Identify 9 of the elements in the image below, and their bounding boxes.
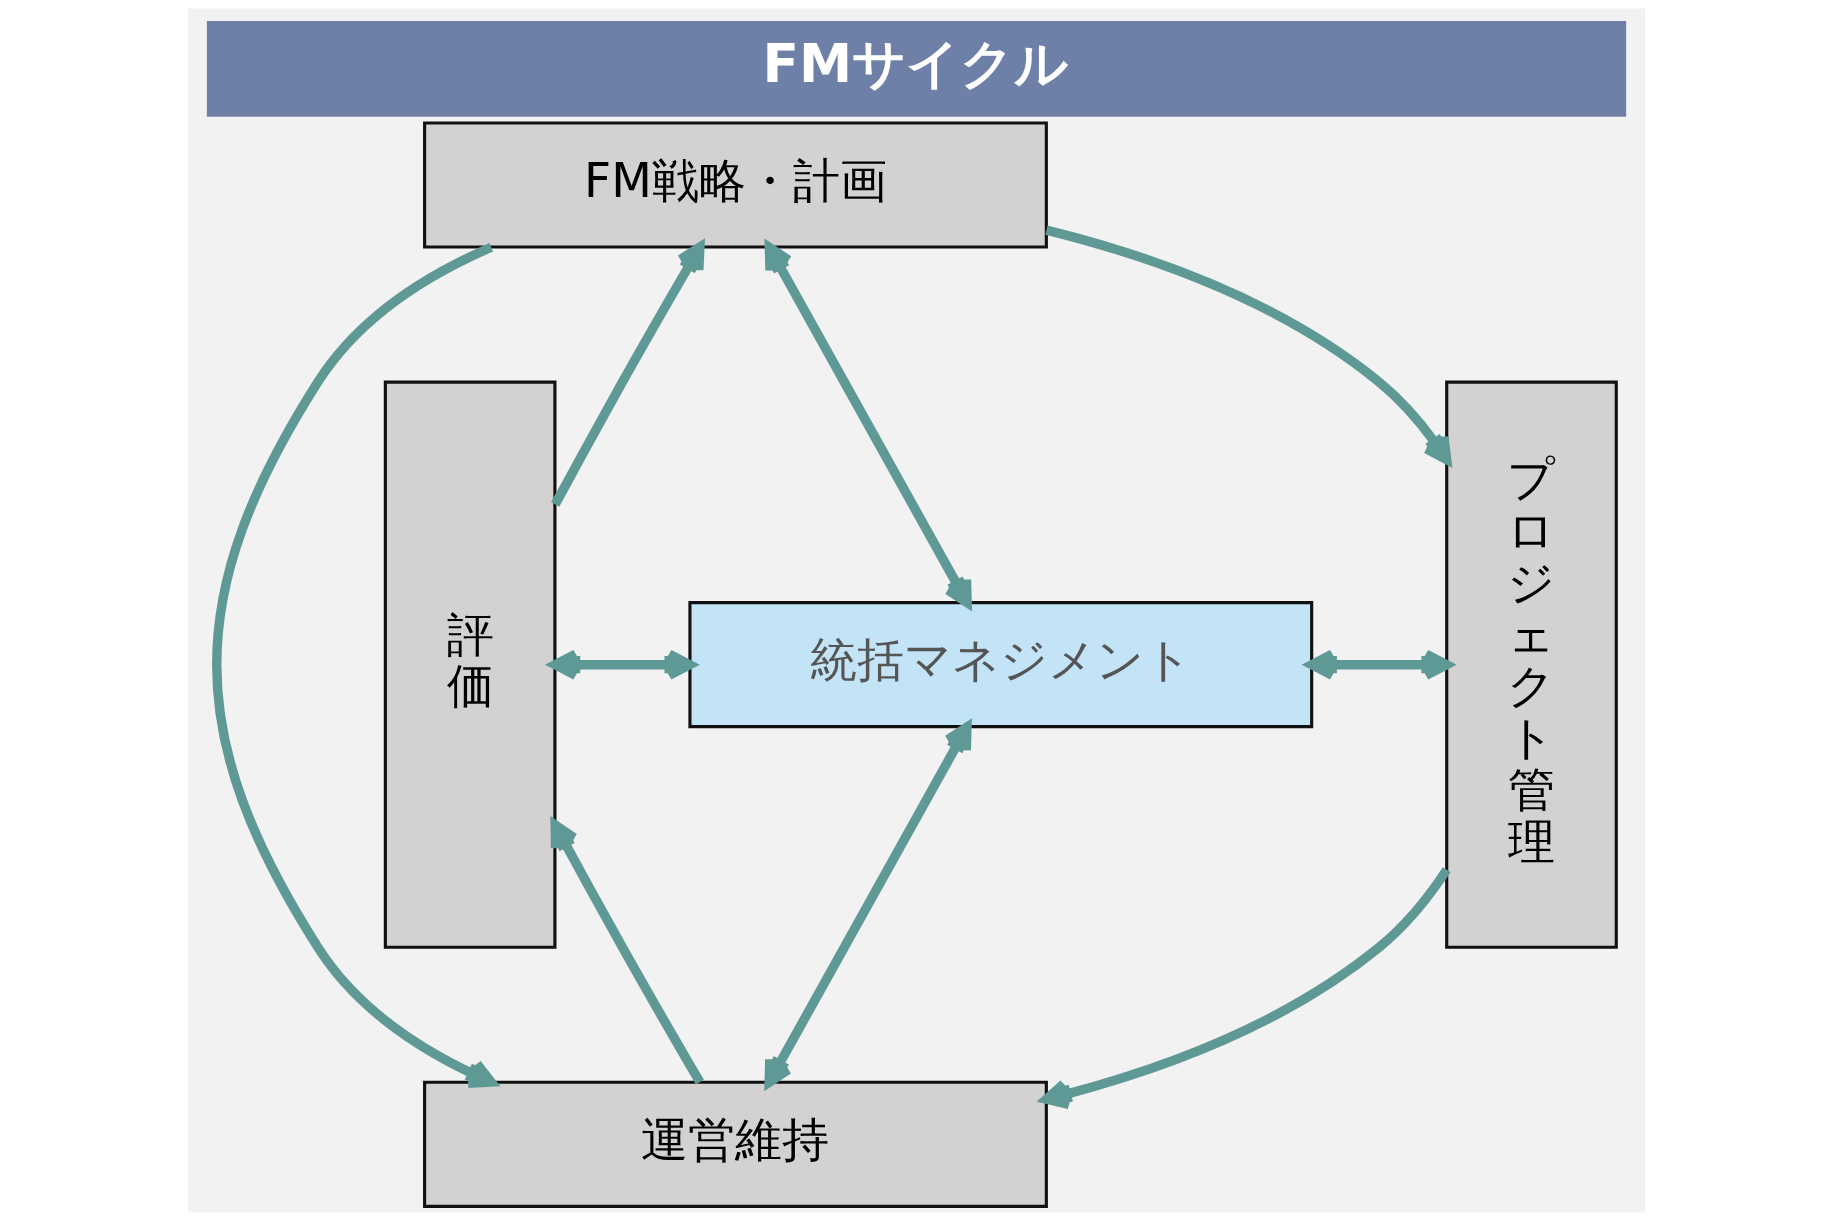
arrow [549,819,704,1085]
diagram-title: FMサイクル [762,31,1068,95]
node-box: 評価 [383,380,556,949]
arrow [550,241,705,507]
node-box: プロジェクト管理 [1444,380,1618,949]
arrow [1044,225,1451,465]
node-box: FM戦略・計画 [422,121,1048,249]
node-box: 運営維持 [422,1080,1048,1208]
node-box: 統括マネジメント [687,601,1313,729]
